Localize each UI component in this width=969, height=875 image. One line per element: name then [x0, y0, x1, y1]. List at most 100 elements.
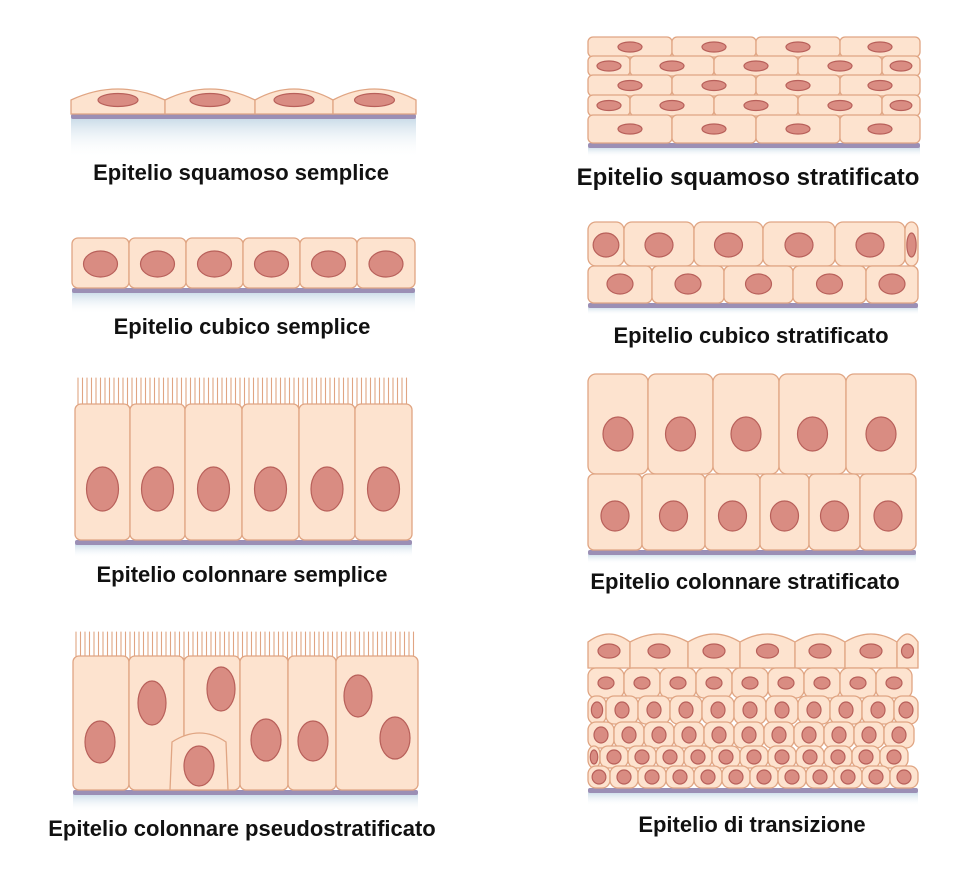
nucleus [819, 500, 850, 532]
label-simple-cuboidal: Epitelio cubico semplice [114, 314, 371, 339]
nucleus [196, 466, 231, 512]
nucleus [589, 749, 599, 765]
nucleus [139, 250, 176, 278]
nucleus [659, 60, 685, 72]
nucleus [867, 79, 893, 92]
basement-membrane [588, 550, 916, 555]
connective-tissue [588, 554, 916, 564]
panel-transitional [587, 633, 919, 806]
panel-stratified-squamous [587, 36, 921, 157]
cilia [75, 631, 415, 661]
nucleus [746, 749, 762, 765]
nucleus [196, 250, 233, 278]
nucleus [674, 273, 702, 295]
nucleus [891, 726, 907, 744]
panel-stratified-columnar [587, 373, 917, 564]
nucleus [865, 416, 897, 452]
nucleus [812, 769, 828, 785]
nucleus [678, 701, 694, 719]
nucleus [713, 232, 744, 258]
nucleus [730, 416, 762, 452]
nucleus [867, 41, 893, 53]
nucleus [659, 99, 685, 112]
nucleus [140, 466, 175, 512]
nucleus [600, 500, 630, 532]
nucleus [644, 769, 660, 785]
nucleus [602, 416, 634, 452]
nucleus [250, 718, 282, 762]
connective-tissue [72, 292, 415, 314]
nucleus [742, 701, 758, 719]
nucleus [85, 466, 120, 512]
nucleus [855, 232, 885, 258]
nucleus [861, 726, 877, 744]
nucleus [710, 701, 726, 719]
connective-tissue [73, 794, 418, 812]
basement-membrane [73, 790, 418, 795]
nucleus [827, 60, 853, 72]
nucleus [617, 79, 643, 92]
tissue-illustrations [70, 36, 921, 812]
nucleus [785, 41, 811, 53]
nucleus [591, 769, 607, 785]
nucleus [644, 232, 674, 258]
nucleus [831, 726, 847, 744]
nucleus [711, 726, 727, 744]
nucleus [701, 41, 727, 53]
nucleus [672, 769, 688, 785]
nucleus [633, 676, 651, 690]
nucleus [838, 701, 854, 719]
connective-tissue [71, 118, 416, 158]
basement-membrane [71, 114, 416, 119]
nucleus [885, 676, 903, 690]
nucleus [702, 643, 726, 659]
nucleus [658, 500, 689, 532]
nucleus [898, 701, 914, 719]
basement-membrane [588, 143, 920, 148]
nucleus [718, 749, 734, 765]
nucleus [368, 250, 404, 278]
connective-tissue [588, 307, 918, 315]
nucleus [651, 726, 667, 744]
nucleus [701, 79, 727, 92]
nucleus [878, 273, 906, 295]
nucleus [906, 232, 917, 258]
nucleus [743, 99, 769, 112]
nucleus [82, 250, 119, 278]
nucleus [297, 720, 329, 762]
nucleus [183, 745, 215, 787]
nucleus [785, 123, 811, 135]
nucleus [859, 643, 883, 659]
nucleus [784, 232, 814, 258]
label-transitional: Epitelio di transizione [638, 812, 865, 837]
nucleus [189, 92, 231, 108]
panel-simple-cuboidal [71, 237, 416, 314]
nucleus [662, 749, 678, 765]
nucleus [774, 701, 790, 719]
nucleus [621, 726, 637, 744]
nucleus [785, 79, 811, 92]
nucleus [343, 674, 373, 718]
panel-pseudostratified-columnar [72, 631, 419, 812]
basement-membrane [72, 288, 415, 293]
nucleus [896, 769, 912, 785]
label-stratified-cuboidal: Epitelio cubico stratificato [613, 323, 888, 348]
nucleus [253, 250, 290, 278]
nucleus [741, 726, 757, 744]
nucleus [858, 749, 874, 765]
nucleus [813, 676, 831, 690]
nucleus [808, 643, 832, 659]
nucleus [596, 60, 622, 72]
label-pseudostratified-columnar: Epitelio colonnare pseudostratificato [48, 816, 436, 841]
nucleus [592, 232, 620, 258]
panel-simple-squamous [70, 88, 417, 158]
nucleus [596, 99, 622, 112]
nucleus [830, 749, 846, 765]
nucleus [681, 726, 697, 744]
nucleus [617, 123, 643, 135]
nucleus [700, 769, 716, 785]
nucleus [690, 749, 706, 765]
basement-membrane [75, 540, 412, 545]
nucleus [801, 726, 817, 744]
nucleus [614, 701, 630, 719]
